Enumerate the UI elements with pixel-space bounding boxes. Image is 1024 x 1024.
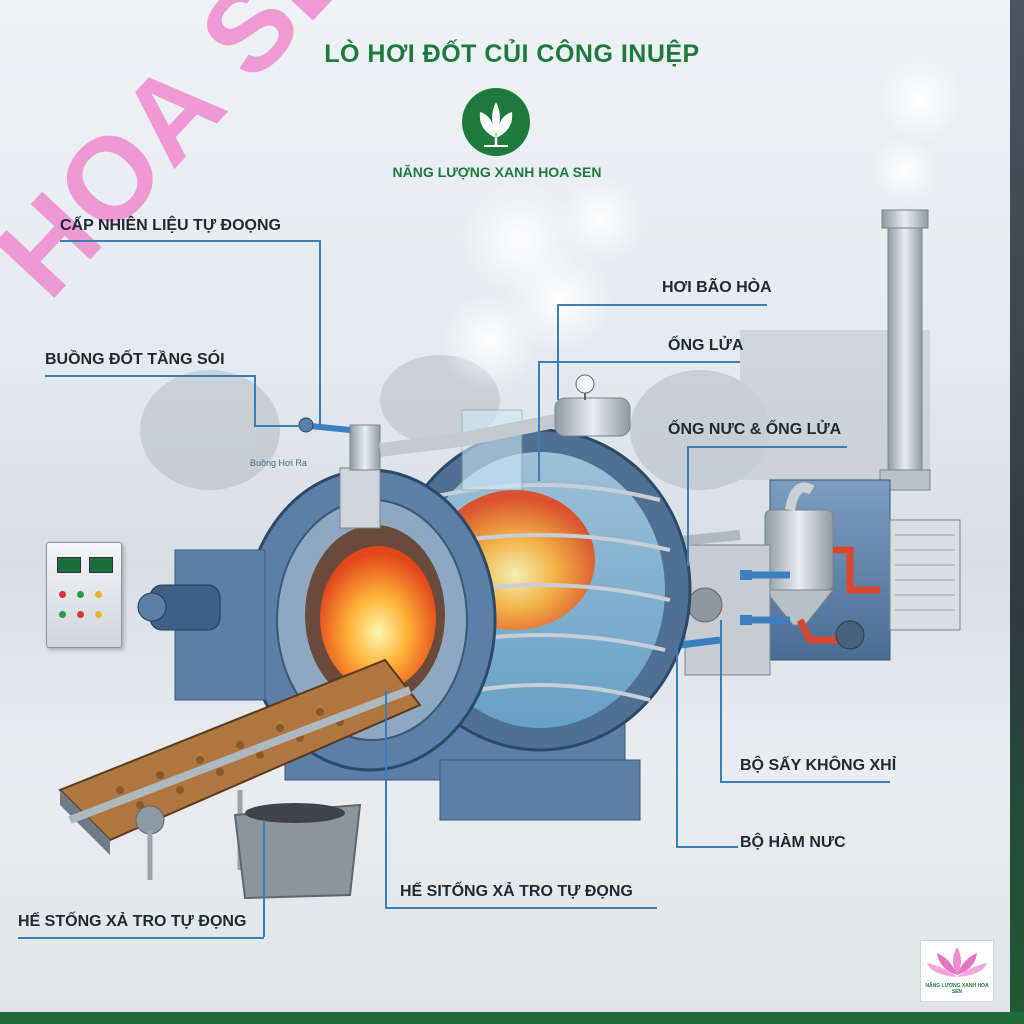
label-water-fire-tube: ỐNG NƯC & ỐNG LỬA [668, 421, 842, 438]
leader-line [687, 446, 847, 448]
label-ash-system-center: HẾ SITỐNG XẢ TRO TỰ ĐỌNG [400, 883, 633, 900]
leader-line [254, 375, 256, 425]
label-fluidized-bed: BUỒNG ĐỐT TẦNG SÓI [45, 351, 225, 368]
leader-line [60, 240, 320, 242]
panel-display [57, 557, 81, 573]
leader-line [720, 781, 890, 783]
ash-bin [233, 803, 362, 900]
feed-motor [137, 549, 266, 701]
indicator-light [59, 591, 66, 598]
label-air-preheater: BỘ SẤY KHÔNG XHỈ [740, 757, 897, 774]
boiler-shell [243, 409, 692, 821]
label-ash-system-left: HẾ STỐNG XẢ TRO TỰ ĐỌNG [18, 913, 247, 930]
fuel-conveyor [58, 658, 422, 880]
steam-clouds [440, 55, 965, 390]
leader-line [538, 361, 740, 363]
brand-name: NĂNG LƯỢNG XANH HOA SEN [392, 164, 602, 180]
label-economizer: BỘ HÀM NƯC [740, 834, 846, 851]
leader-line [687, 446, 689, 566]
indicator-light [95, 591, 102, 598]
corner-lotus-logo: NĂNG LƯỢNG XANH HOA SEN [920, 940, 994, 1002]
label-saturated-steam: HƠI BÃO HÒA [662, 279, 772, 296]
leader-line [263, 820, 265, 937]
flue-gas-treatment [763, 479, 961, 661]
label-return-chamber: Buồng Hơi Ra [250, 458, 307, 468]
label-fire-tube: ỐNG LỬA [668, 337, 744, 354]
leader-line [557, 304, 559, 400]
leader-line [385, 690, 387, 907]
corner-brand-text: NĂNG LƯỢNG XANH HOA SEN [925, 983, 989, 995]
leader-line [538, 361, 540, 481]
leader-line [254, 425, 300, 427]
leader-line [45, 375, 255, 377]
indicator-light [59, 611, 66, 618]
label-fuel-feed: CẤP NHIÊN LIỆU TỰ ĐOỌNG [60, 217, 281, 234]
control-panel [46, 542, 122, 648]
page-title: LÒ HƠI ĐỐT CỦI CÔNG INUỆP [324, 40, 700, 68]
panel-display [89, 557, 113, 573]
leader-line [676, 846, 738, 848]
leader-line [319, 240, 321, 426]
indicator-light [77, 591, 84, 598]
chimney [879, 209, 931, 491]
footer-bar [0, 1012, 1024, 1024]
edge-strip [1010, 0, 1024, 1024]
leader-line [676, 645, 678, 846]
indicator-light [77, 611, 84, 618]
leader-line [720, 620, 722, 781]
leader-line [18, 937, 264, 939]
leaf-logo-icon [462, 88, 530, 156]
leader-line [385, 907, 657, 909]
steam-header-pipes [298, 374, 631, 529]
indicator-light [95, 611, 102, 618]
lotus-icon [927, 947, 987, 977]
leader-line [557, 304, 767, 306]
